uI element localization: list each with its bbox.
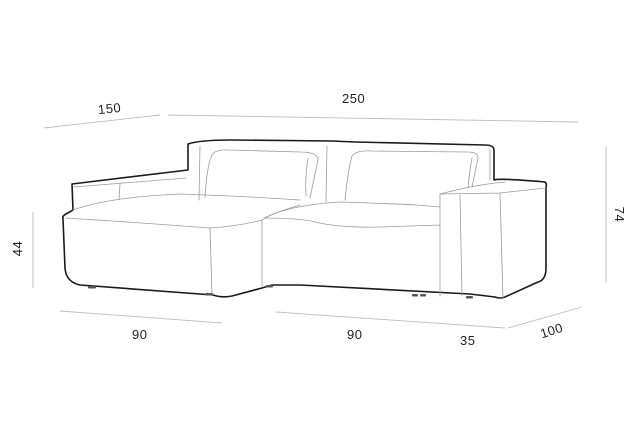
dim-line-250 [167, 114, 579, 123]
back-cushion-left [204, 149, 319, 199]
right-arm [439, 181, 547, 300]
back-divider [198, 145, 491, 203]
label-74: 74 [612, 206, 628, 223]
label-250: 250 [342, 91, 366, 106]
label-35: 35 [460, 333, 476, 348]
main-seat [263, 193, 463, 297]
label-44: 44 [10, 240, 26, 257]
chaise-seat [65, 193, 301, 296]
dim-line-90-left [59, 310, 223, 324]
label-150: 150 [97, 99, 122, 118]
label-90-right: 90 [347, 327, 363, 342]
feet [88, 285, 473, 299]
dim-line-100 [507, 306, 583, 329]
back-cushion-right [344, 150, 479, 201]
dim-line-90-right [275, 311, 506, 329]
chaise-arm [73, 177, 187, 201]
label-90-left: 90 [132, 327, 148, 342]
dim-line-150 [43, 114, 161, 129]
sofa-outline [62, 139, 548, 299]
